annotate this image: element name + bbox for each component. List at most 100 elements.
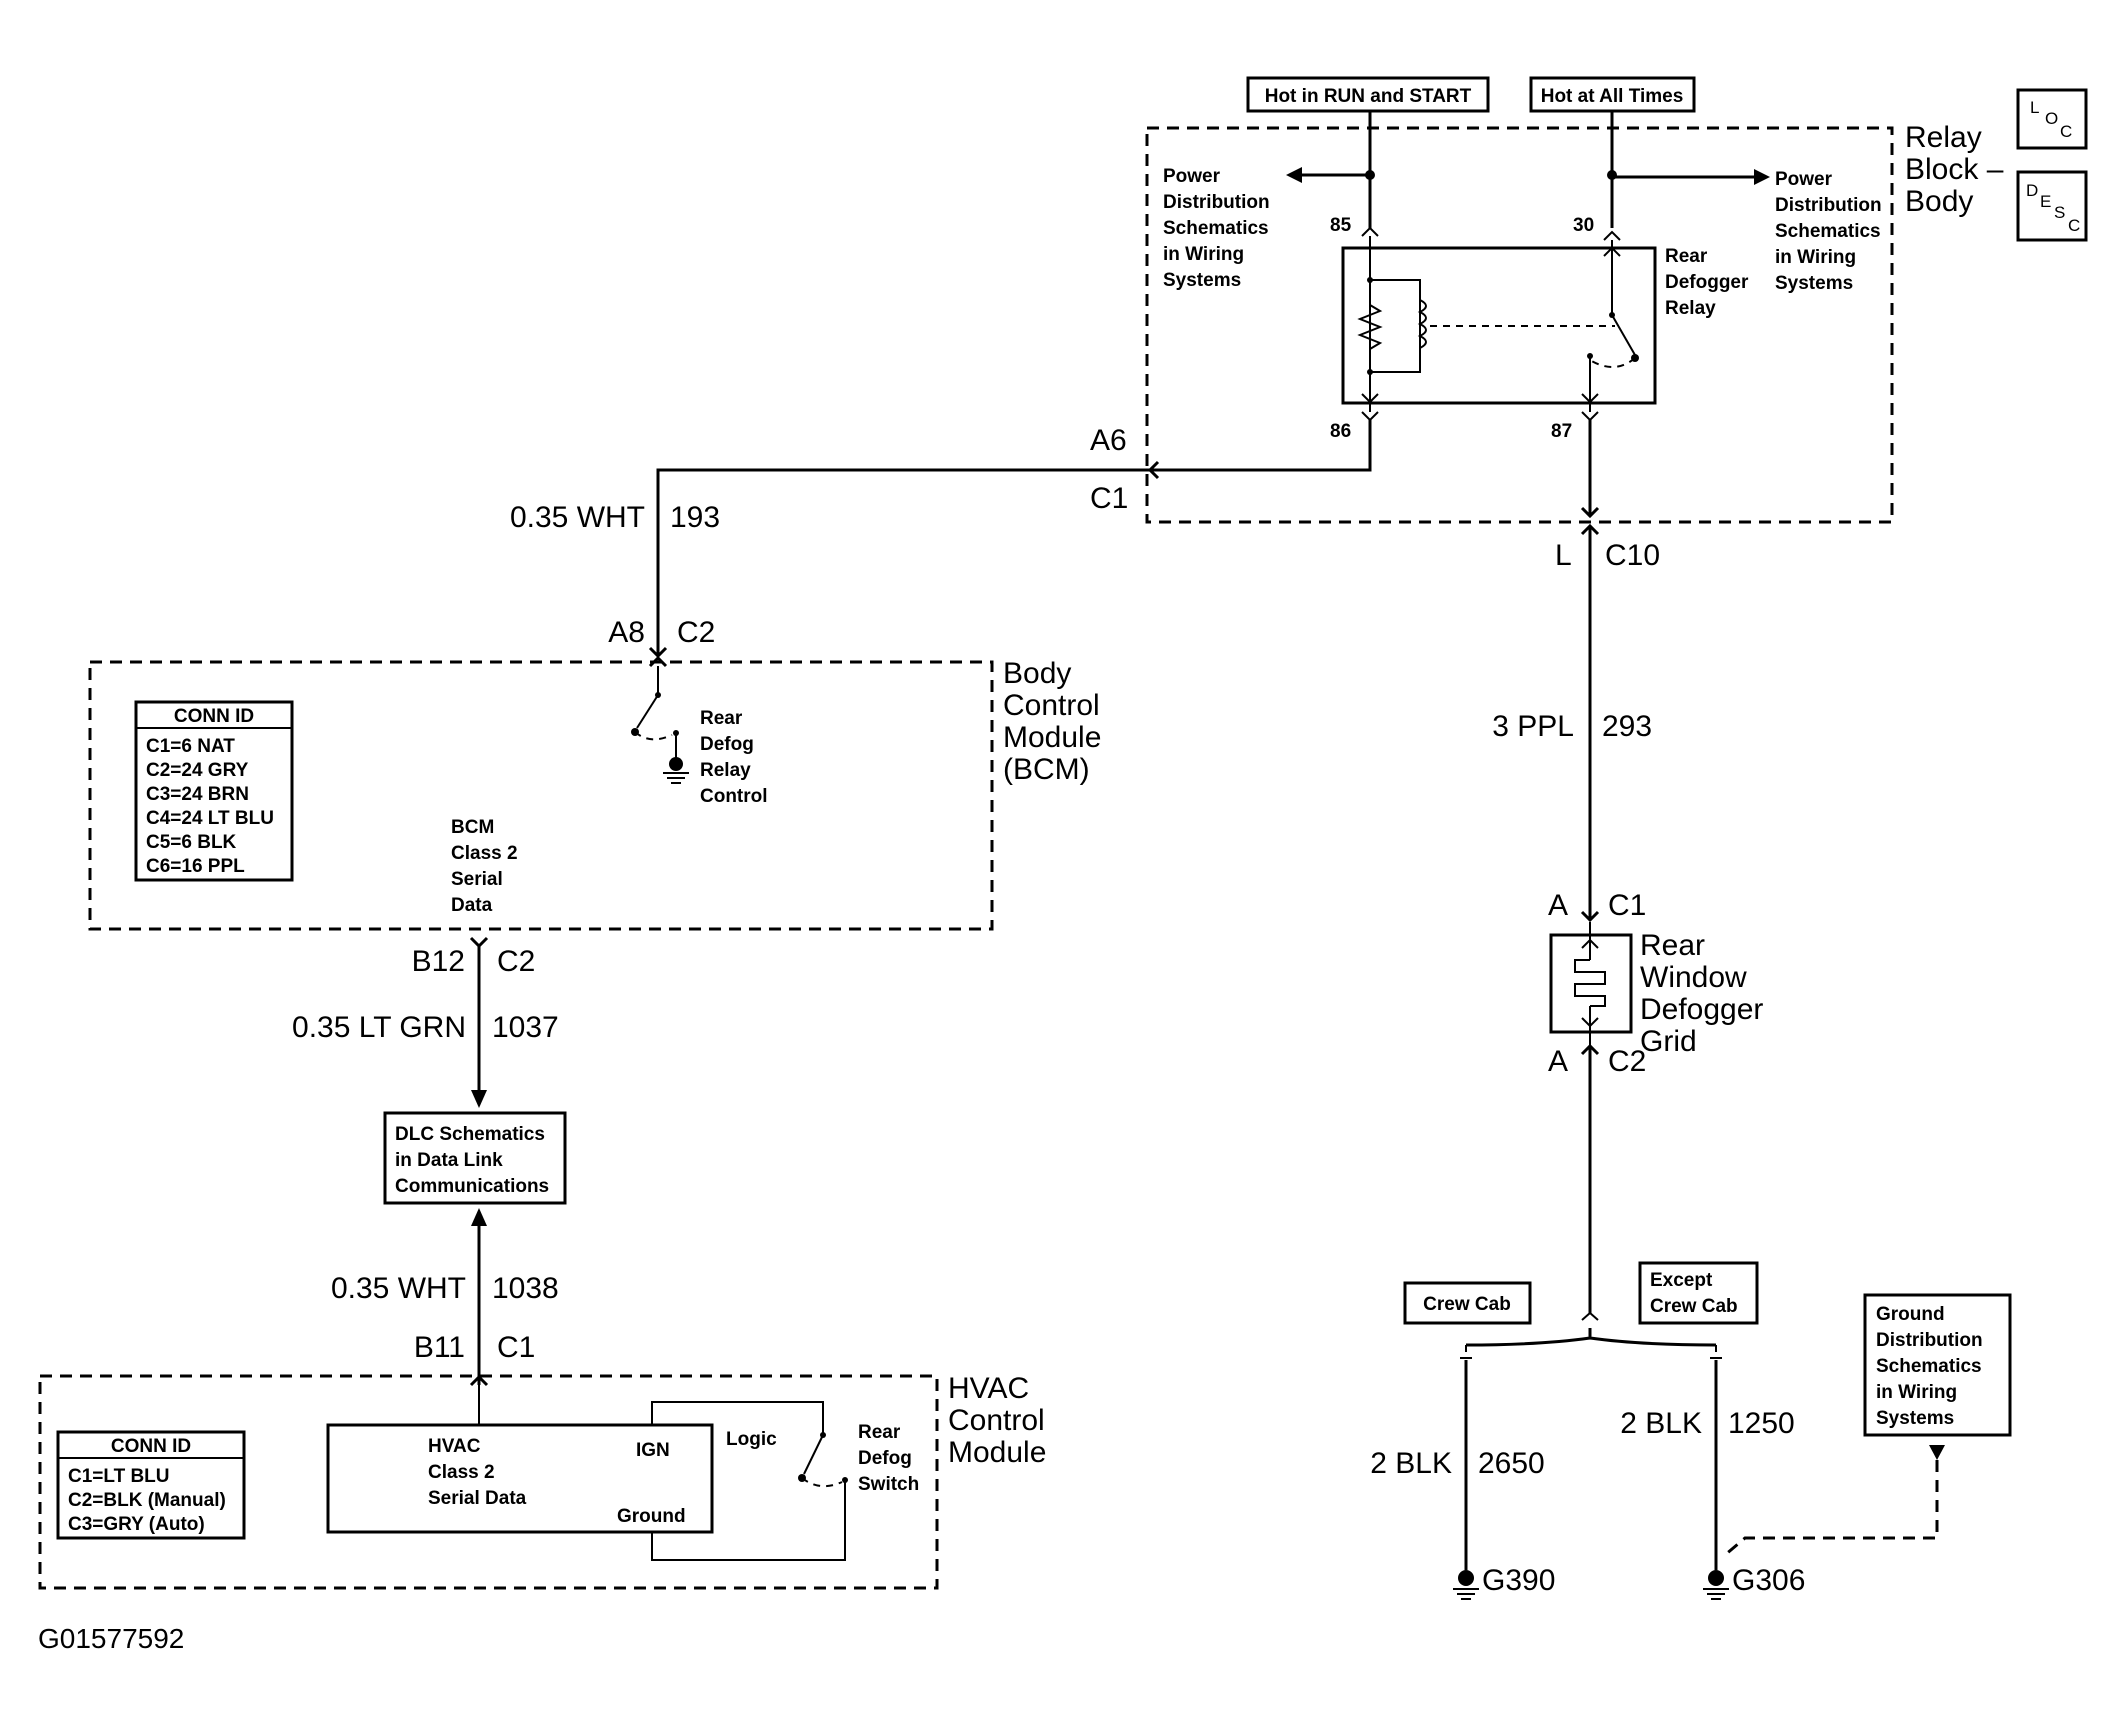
relay-86-arrow	[1361, 393, 1379, 404]
svg-text:C: C	[2060, 122, 2072, 141]
hot-all-times-label: Hot at All Times	[1541, 86, 1684, 107]
desc-icon[interactable]: D E S C	[2016, 170, 2088, 242]
hot-run-start-box	[1246, 76, 1490, 113]
hvac-ground-label: Ground	[617, 1506, 686, 1527]
crew-cab-box	[1403, 1281, 1532, 1325]
power-left-arrowhead	[1286, 167, 1302, 183]
svg-text:Ground Distribution: Ground Distribution Schematics in Wiring…	[1876, 1304, 1988, 1429]
hvac-title: HVAC Control Module	[948, 1372, 1053, 1469]
ground-splice-break	[1581, 1311, 1599, 1321]
bcm-boundary	[88, 660, 994, 931]
relay-block-title: Relay Block – Body	[1905, 121, 2012, 218]
pin-86: 86	[1330, 421, 1351, 442]
svg-text:D: D	[2026, 181, 2038, 200]
relay-block-boundary	[1145, 126, 1894, 524]
wire-2650-gauge: 2 BLK	[1370, 1447, 1452, 1480]
pin-87: 87	[1551, 421, 1572, 442]
power-right-arrowhead	[1754, 169, 1770, 185]
conn-c2-bottom-label: C2	[497, 945, 535, 978]
except-crew-cab-label: Except Crew Cab	[1650, 1270, 1738, 1317]
coil-bracket	[1370, 279, 1421, 373]
resistor-icon	[1357, 304, 1383, 350]
hvac-ign-label: IGN	[636, 1440, 670, 1461]
hvac-boundary	[38, 1374, 939, 1590]
ground-split	[1465, 1328, 1717, 1347]
conn-a6-label: A6	[1090, 424, 1127, 457]
hvac-class2-label: HVAC Class 2 Serial Data	[428, 1436, 527, 1509]
wire-193-circuit: 193	[670, 501, 720, 534]
coil-icon	[1417, 299, 1427, 349]
wire-1038-circuit: 1038	[492, 1272, 559, 1305]
svg-text:L: L	[2030, 98, 2039, 117]
connector-b11-c1	[469, 1374, 489, 1387]
svg-text:C1=LT BLU C2=BLK (Manual: C1=LT BLU C2=BLK (Manual) C3=GRY (Auto)	[68, 1466, 231, 1535]
ground-dist-arrowhead	[1929, 1445, 1945, 1460]
connector-85	[1361, 226, 1379, 237]
relay-switch-arm	[1611, 314, 1636, 356]
conn-b11-label: B11	[414, 1331, 465, 1364]
wire-293-circuit: 293	[1602, 710, 1652, 743]
g306-label: G306	[1732, 1564, 1805, 1597]
wire-1038-gauge: 0.35 WHT	[331, 1272, 466, 1305]
relay-87-arrow	[1581, 393, 1599, 404]
bcm-class2-label: BCM Class 2 Serial Data	[451, 817, 523, 916]
grid-top-conn-label: C1	[1608, 889, 1646, 922]
bcm-ground-icon	[663, 757, 689, 784]
bcm-relay-control-switch	[631, 666, 679, 758]
wire-293-gauge: 3 PPL	[1492, 710, 1574, 743]
svg-text:DLC Schematics in Data L: DLC Schematics in Data Link Communicatio…	[395, 1124, 550, 1197]
crew-cab-label: Crew Cab	[1423, 1294, 1511, 1315]
wire-86-out	[1152, 420, 1372, 472]
wire-1037-circuit: 1037	[492, 1011, 559, 1044]
conn-b12-label: B12	[412, 945, 465, 978]
wire-1250-gauge: 2 BLK	[1620, 1407, 1702, 1440]
connector-86	[1361, 411, 1379, 422]
wire-1250-circuit: 1250	[1728, 1407, 1795, 1440]
dlc-reference-box[interactable]: DLC Schematics in Data Link Communicatio…	[383, 1111, 567, 1205]
wire-1037-gauge: 0.35 LT GRN	[292, 1011, 466, 1044]
svg-text:O: O	[2045, 109, 2058, 128]
except-crew-cab-box	[1638, 1261, 1759, 1325]
loc-icon[interactable]: L O C	[2016, 88, 2088, 150]
relay-30-arrow	[1603, 246, 1621, 257]
connector-grid-c1	[1580, 910, 1600, 923]
svg-text:CONN ID: CONN ID	[111, 1436, 191, 1457]
rear-window-defogger-grid	[1549, 922, 1633, 1046]
conn-c10-label: C10	[1605, 539, 1660, 572]
hvac-logic-label: Logic	[726, 1429, 777, 1450]
ground-distribution-box[interactable]: Ground Distribution Schematics in Wiring…	[1863, 1293, 2012, 1437]
grid-top-pin-label: A	[1548, 889, 1568, 922]
conn-l-label: L	[1555, 539, 1572, 572]
wire-193	[656, 468, 1152, 656]
rear-window-defogger-grid-title: Rear Window Defogger Grid	[1640, 929, 1772, 1058]
crew-cab-break	[1460, 1345, 1472, 1359]
grid-bottom-conn-label: C2	[1608, 1045, 1646, 1078]
bcm-conn-id-table: CONN ID C1=6 NAT C2=24 GRY C3=24 BRN C4=…	[134, 700, 294, 882]
ground-dist-dashed-wire	[1724, 1460, 1939, 1557]
wire-1037-arrowhead	[471, 1090, 487, 1108]
wire-193-gauge: 0.35 WHT	[510, 501, 645, 534]
hvac-conn-id-table: CONN ID C1=LT BLU C2=BLK (Manual) C3=GRY…	[56, 1430, 246, 1540]
hot-run-start-label: Hot in RUN and START	[1265, 86, 1472, 107]
svg-text:CONN ID: CONN ID	[174, 706, 254, 727]
conn-c1-hvac-label: C1	[497, 1331, 535, 1364]
bcm-title: Body Control Module (BCM)	[1003, 657, 1110, 786]
pin-85: 85	[1330, 215, 1352, 236]
power-dist-left-label: Power Distribution Schematics in Wiring …	[1163, 166, 1275, 291]
wire-1038-arrowhead	[471, 1208, 487, 1226]
g306-ground-icon	[1703, 1570, 1729, 1600]
connector-30	[1603, 230, 1621, 241]
hvac-internal-box	[326, 1423, 714, 1534]
g390-ground-icon	[1453, 1570, 1479, 1600]
connector-c10-female	[1580, 506, 1600, 519]
rear-defogger-relay-label: Rear Defogger Relay	[1665, 246, 1754, 319]
except-crew-cab-break	[1710, 1345, 1722, 1359]
g390-label: G390	[1482, 1564, 1555, 1597]
svg-text:S: S	[2054, 203, 2065, 222]
conn-c1-label: C1	[1090, 482, 1128, 515]
pin-30: 30	[1573, 215, 1594, 236]
power-dist-right-label: Power Distribution Schematics in Wiring …	[1775, 169, 1887, 294]
hot-all-times-box	[1529, 76, 1696, 113]
svg-text:E: E	[2040, 192, 2051, 211]
